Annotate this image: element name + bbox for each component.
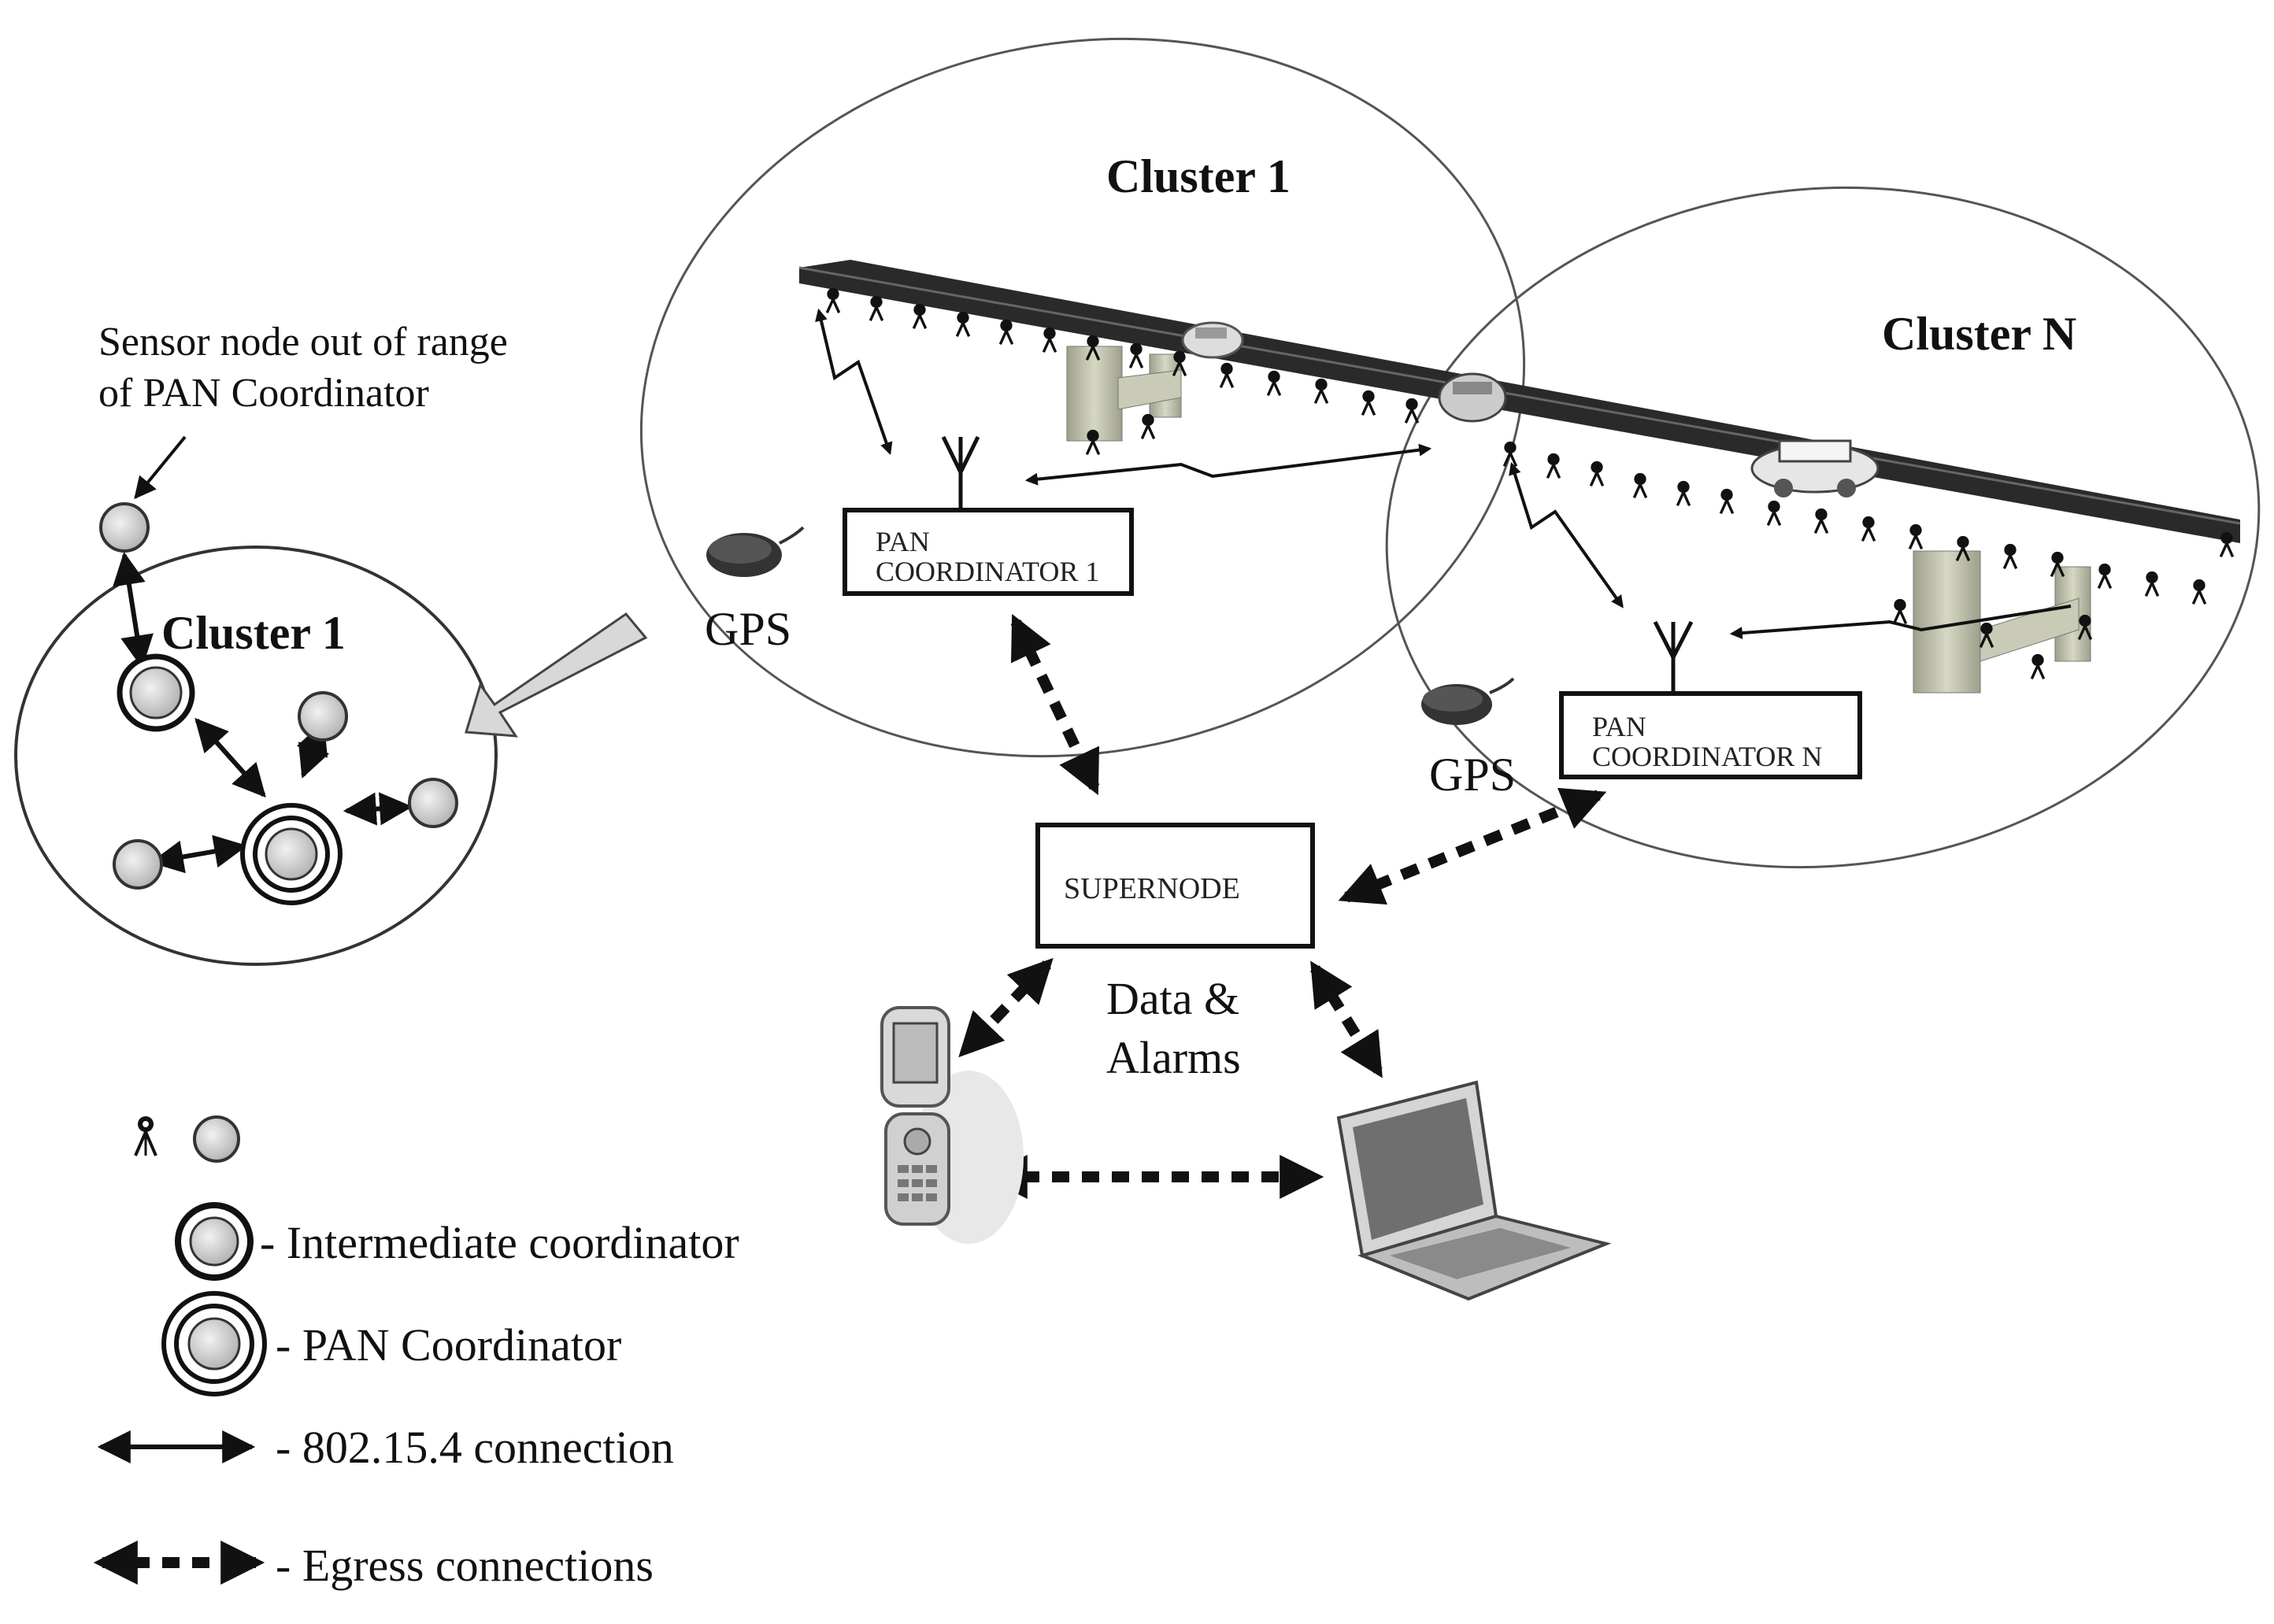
legend-egress-label: - Egress connections <box>276 1540 654 1591</box>
antenna-icon <box>1653 620 1694 691</box>
bridge-pillar-icon <box>1913 550 2091 694</box>
cluster-inset-boundary <box>14 546 498 966</box>
bridge-deck <box>799 260 2240 543</box>
supernode-box: SUPERNODE <box>1035 823 1315 949</box>
pan-coordinator-n-label-line2: COORDINATOR N <box>1592 741 1823 772</box>
wireless-link-sensor-to-pan1 <box>815 308 893 456</box>
bridge-pillar-icon <box>1066 346 1182 442</box>
gps-n-label: GPS <box>1429 749 1517 801</box>
mobile-phone-icon <box>880 1006 1024 1244</box>
legend-node-icon <box>193 1115 240 1163</box>
pan-coordinator-1-box: PAN COORDINATOR 1 <box>843 508 1134 596</box>
wireless-link-sensor-to-pann <box>1509 461 1624 609</box>
legend-802-label: - 802.15.4 connection <box>276 1422 674 1473</box>
cluster-n-title: Cluster N <box>1882 308 2077 360</box>
car-icon <box>1438 372 1507 423</box>
legend-sensor-icon <box>134 1116 157 1156</box>
zoom-arrow <box>465 612 648 738</box>
pan-coordinator-1-label-line1: PAN <box>876 526 930 557</box>
gps-1-label: GPS <box>705 603 792 655</box>
legend-pan-coordinator-icon <box>161 1291 267 1396</box>
cluster-1-title: Cluster 1 <box>1106 150 1291 202</box>
cluster-n-boundary <box>1385 186 2261 869</box>
pan-coordinator-n-label-line1: PAN <box>1592 711 1646 742</box>
pan-coordinator-n-box: PAN COORDINATOR N <box>1559 691 1862 779</box>
inset-node-out-of-range <box>99 502 150 553</box>
sensor-out-of-range-label-line2: of PAN Coordinator <box>98 371 429 416</box>
inset-pan-coordinator <box>240 803 343 905</box>
pan-coordinator-1-label-line2: COORDINATOR 1 <box>876 556 1100 587</box>
cluster-1-boundary <box>639 37 1526 758</box>
sensor-out-of-range-pointer <box>134 435 187 500</box>
data-alarms-label-line1: Data & <box>1106 973 1240 1024</box>
inset-node <box>298 691 348 742</box>
egress-links <box>958 613 1607 1199</box>
sensor-out-of-range-label-line1: Sensor node out of range <box>98 320 508 364</box>
inset-intermediate-coordinator <box>117 653 195 732</box>
data-alarms-label-line2: Alarms <box>1106 1032 1241 1083</box>
cluster-inset-title: Cluster 1 <box>161 607 346 659</box>
gps-device-icon <box>706 526 805 577</box>
legend-intermediate-coordinator-icon <box>175 1202 254 1281</box>
inset-node <box>113 839 163 890</box>
inset-node <box>408 778 458 828</box>
wireless-link-bridge-to-pann <box>1729 605 2072 640</box>
supernode-label: SUPERNODE <box>1064 872 1240 905</box>
wireless-link-pan1-to-bridge <box>1024 443 1432 486</box>
laptop-icon <box>1336 1080 1612 1301</box>
legend-pan-label: - PAN Coordinator <box>276 1319 622 1371</box>
gps-device-icon <box>1421 677 1515 725</box>
legend-intermediate-label: - Intermediate coordinator <box>260 1217 739 1268</box>
antenna-icon <box>941 435 980 508</box>
car-icon <box>1750 439 1880 498</box>
car-icon <box>1181 321 1244 359</box>
